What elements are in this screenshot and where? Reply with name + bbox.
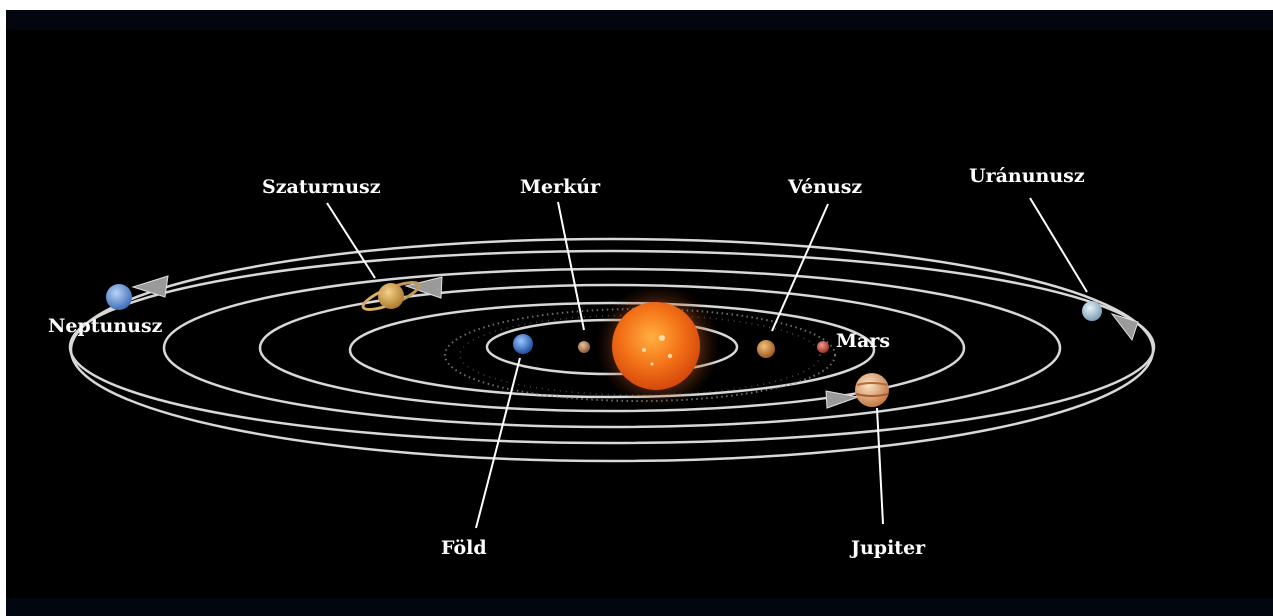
label-venus: Vénusz xyxy=(787,176,862,198)
bottom-band xyxy=(6,598,1273,616)
sun xyxy=(612,302,700,390)
label-mercury: Merkúr xyxy=(520,176,601,198)
orbit-venus xyxy=(348,301,876,399)
leader-line-saturn xyxy=(326,202,376,279)
leader-line-mercury xyxy=(557,201,585,331)
planet-mars xyxy=(817,341,829,353)
planet-earth xyxy=(513,334,533,354)
label-saturn: Szaturnusz xyxy=(262,176,381,198)
solar-system-diagram: Neptunusz Szaturnusz Merkúr Vénusz Uránu… xyxy=(6,10,1273,616)
leader-line-uranus xyxy=(1029,197,1088,293)
label-uranus: Uránunusz xyxy=(969,165,1085,187)
planet-saturn xyxy=(361,281,421,311)
orbit-mars xyxy=(162,267,1062,429)
diagram-canvas: Neptunusz Szaturnusz Merkúr Vénusz Uránu… xyxy=(48,165,1156,559)
leader-line-jupiter xyxy=(876,407,884,525)
asteroid-belt-inner xyxy=(459,314,821,396)
planet-neptune xyxy=(106,284,132,310)
label-jupiter: Jupiter xyxy=(849,537,926,559)
planet-venus xyxy=(757,340,775,358)
planet-uranus xyxy=(1082,301,1102,321)
orbit-earth xyxy=(258,283,966,413)
label-mars: Mars xyxy=(836,330,890,352)
orbit-direction-arrow xyxy=(1110,313,1139,342)
orbit-direction-arrow xyxy=(404,276,443,299)
top-band xyxy=(6,10,1273,30)
orbit-direction-arrow xyxy=(825,390,860,409)
planet-jupiter xyxy=(855,373,889,407)
leader-line-earth xyxy=(475,357,521,529)
leader-line-venus xyxy=(771,203,829,332)
label-neptune: Neptunusz xyxy=(48,315,163,337)
orbit-direction-arrow xyxy=(131,275,169,298)
planet-mercury xyxy=(578,341,590,353)
orbit-saturn xyxy=(69,237,1155,463)
label-earth: Föld xyxy=(441,537,487,559)
asteroid-belt xyxy=(444,308,836,402)
